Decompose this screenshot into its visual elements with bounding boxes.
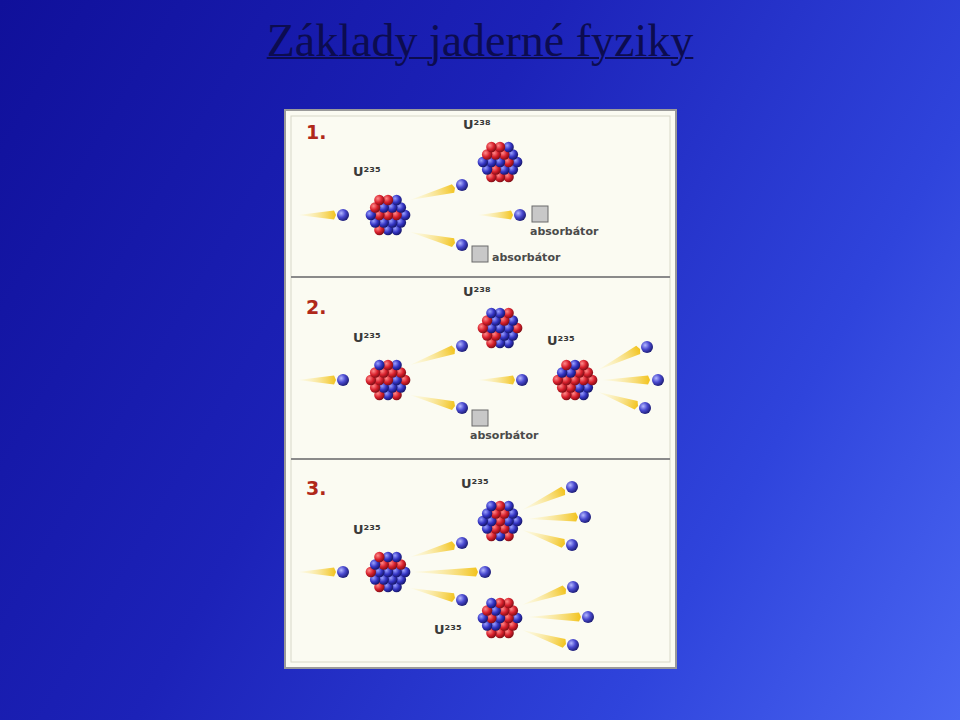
section-divider xyxy=(291,276,670,278)
isotope-label: U²³⁵ xyxy=(352,522,382,537)
neutron-trail xyxy=(522,585,566,605)
neutron-trail xyxy=(298,211,336,220)
neutron xyxy=(514,209,526,221)
isotope-label: U²³⁸ xyxy=(462,284,492,299)
absorber-block xyxy=(472,410,488,426)
isotope-label: U²³⁵ xyxy=(546,333,576,348)
neutron xyxy=(337,566,349,578)
neutron-trail xyxy=(478,376,515,385)
neutron xyxy=(566,539,578,551)
neutron-trail xyxy=(410,345,455,365)
nucleus xyxy=(553,360,598,400)
isotope-label: U²³⁵ xyxy=(433,622,463,637)
neutron xyxy=(582,611,594,623)
neutron-trail xyxy=(298,376,336,385)
neutron xyxy=(456,537,468,549)
nucleus xyxy=(366,360,411,400)
absorber-label: absorbátor xyxy=(529,225,599,238)
isotope-label: U²³⁵ xyxy=(352,164,382,179)
neutron-trail xyxy=(527,513,578,522)
neutron-trail xyxy=(410,395,455,410)
neutron xyxy=(567,639,579,651)
nucleon xyxy=(561,360,571,370)
absorber-label: absorbátor xyxy=(491,251,561,264)
neutron-trail xyxy=(598,346,640,370)
neutron xyxy=(456,340,468,352)
neutron xyxy=(567,581,579,593)
neutron xyxy=(456,594,468,606)
neutron xyxy=(456,179,468,191)
neutron xyxy=(652,374,664,386)
neutron-trail xyxy=(522,530,565,548)
nucleon xyxy=(374,360,384,370)
neutron-trail xyxy=(527,613,581,622)
absorber-block xyxy=(532,206,548,222)
step-number: 1. xyxy=(305,122,327,143)
neutron-trail xyxy=(410,184,455,200)
slide-title: Základy jaderné fyziky xyxy=(0,14,960,67)
neutron-trail xyxy=(522,630,566,648)
neutron xyxy=(456,402,468,414)
nucleus xyxy=(366,195,411,235)
nucleon xyxy=(486,308,496,318)
neutron-trail xyxy=(522,487,565,510)
neutron xyxy=(579,511,591,523)
nucleus xyxy=(478,598,523,638)
isotope-label: U²³⁸ xyxy=(462,117,492,132)
step-number: 2. xyxy=(305,297,327,318)
nucleon xyxy=(374,195,384,205)
step-number: 3. xyxy=(305,478,327,499)
neutron-trail xyxy=(410,232,455,247)
nucleus xyxy=(478,308,523,348)
nucleon xyxy=(374,552,384,562)
nucleus xyxy=(478,501,523,541)
neutron-trail xyxy=(602,376,650,385)
neutron-trail xyxy=(598,392,638,410)
neutron xyxy=(456,239,468,251)
nucleus xyxy=(478,142,523,182)
neutron-trail xyxy=(298,568,336,577)
absorber-block xyxy=(472,246,488,262)
nucleon xyxy=(486,142,496,152)
nucleon xyxy=(486,598,496,608)
nucleon xyxy=(486,501,496,511)
neutron-trail xyxy=(412,568,478,577)
neutron-trail xyxy=(410,588,455,602)
neutron xyxy=(566,481,578,493)
neutron-trail xyxy=(410,541,455,557)
isotope-label: U²³⁵ xyxy=(460,476,490,491)
neutron xyxy=(639,402,651,414)
panel-inner-frame xyxy=(291,116,670,662)
neutron-trail xyxy=(478,211,513,220)
neutron xyxy=(641,341,653,353)
neutron xyxy=(337,209,349,221)
panel xyxy=(285,110,676,668)
neutron xyxy=(479,566,491,578)
section-divider xyxy=(291,458,670,460)
nucleus xyxy=(366,552,411,592)
neutron xyxy=(516,374,528,386)
absorber-label: absorbátor xyxy=(469,429,539,442)
isotope-label: U²³⁵ xyxy=(352,330,382,345)
neutron xyxy=(337,374,349,386)
